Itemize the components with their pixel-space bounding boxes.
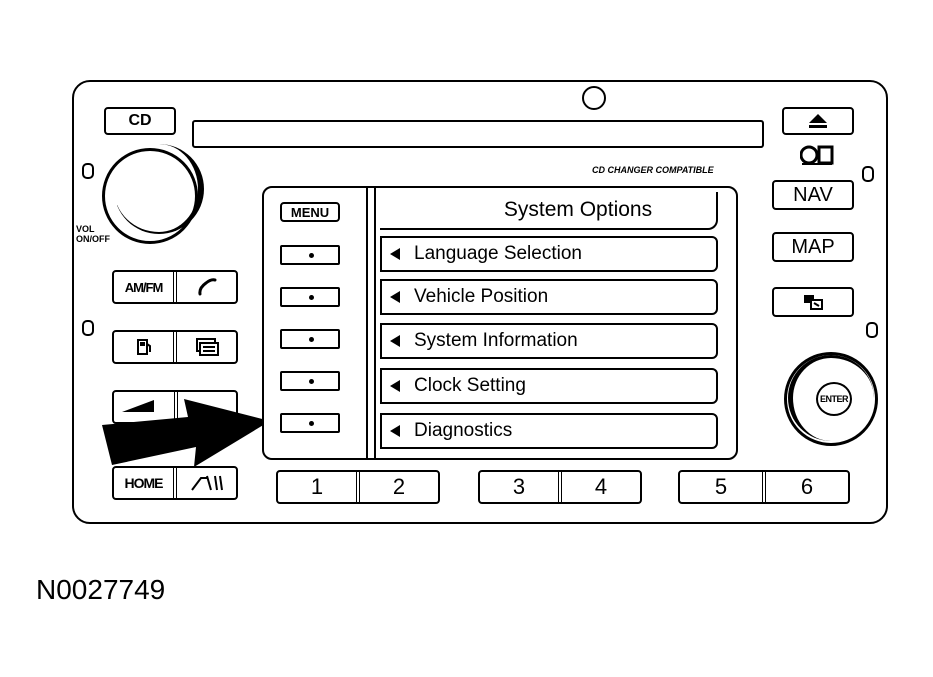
media-button[interactable] xyxy=(173,332,236,362)
preset-2-button[interactable]: 2 xyxy=(356,472,438,502)
cd-button[interactable]: CD xyxy=(104,107,176,135)
cd-slot xyxy=(192,120,764,148)
phone-button[interactable] xyxy=(173,272,236,302)
menu-item-vehicle-position[interactable]: Vehicle Position xyxy=(380,279,718,315)
mount-hole-right-top xyxy=(862,166,874,182)
eject-icon xyxy=(809,114,827,128)
preset-1-button[interactable]: 1 xyxy=(310,474,324,499)
preset-group-5-6: 5 6 xyxy=(678,470,850,504)
volume-ramp-icon xyxy=(122,400,154,412)
menu-item-diagnostics[interactable]: Diagnostics xyxy=(380,413,718,449)
left-arrow-icon xyxy=(390,380,400,392)
menu-item-system-information[interactable]: System Information xyxy=(380,323,718,359)
menu-item-label: Diagnostics xyxy=(414,420,513,441)
screen-toggle-button[interactable] xyxy=(772,287,854,317)
menu-item-clock-setting[interactable]: Clock Setting xyxy=(380,368,718,404)
screen-title: System Options xyxy=(503,198,653,221)
media-stack-icon xyxy=(195,338,219,356)
figure-id: N0027749 xyxy=(36,574,166,605)
menu-item-language-selection[interactable]: Language Selection xyxy=(380,236,718,272)
vol-label-line2: ON/OFF xyxy=(76,234,110,244)
preset-4-button[interactable]: 4 xyxy=(558,472,640,502)
preset-6-button[interactable]: 6 xyxy=(762,472,848,502)
cd-changer-label: CD CHANGER COMPATIBLE xyxy=(592,165,714,175)
preset-group-3-4: 3 4 xyxy=(478,470,642,504)
mount-hole-left-top xyxy=(82,163,94,179)
nav-button[interactable]: NAV xyxy=(772,180,854,210)
menu-button[interactable]: MENU xyxy=(280,202,340,222)
left-arrow-icon xyxy=(390,335,400,347)
preset-3-button[interactable]: 3 xyxy=(512,474,526,499)
softkey-3[interactable] xyxy=(280,329,340,349)
menu-item-label: System Information xyxy=(414,330,578,351)
pointer-arrow-icon xyxy=(102,399,270,467)
indicator-light xyxy=(582,86,606,110)
amfm-phone-group: AM/FM xyxy=(112,270,238,304)
vol-label: VOL ON/OFF xyxy=(76,224,110,244)
phone-icon xyxy=(197,278,216,296)
fuel-pump-icon xyxy=(136,339,151,355)
softkey-1[interactable] xyxy=(280,245,340,265)
menu-item-label: Clock Setting xyxy=(414,375,526,396)
menu-item-label: Vehicle Position xyxy=(414,286,549,307)
left-arrow-icon xyxy=(390,248,400,260)
mount-hole-left-bottom xyxy=(82,320,94,336)
screen-toggle-icon xyxy=(804,295,823,310)
route-button[interactable] xyxy=(173,468,236,498)
cd-logo-icon xyxy=(799,143,834,167)
seek-divider xyxy=(174,390,178,424)
enter-button[interactable]: ENTER xyxy=(816,382,852,416)
screen-title-box: System Options xyxy=(380,192,718,230)
vol-label-line1: VOL xyxy=(76,224,95,234)
softkey-4[interactable] xyxy=(280,371,340,391)
preset-group-1-2: 1 2 xyxy=(276,470,440,504)
left-arrow-icon xyxy=(390,425,400,437)
display-divider xyxy=(366,186,376,460)
menu-item-label: Language Selection xyxy=(414,243,582,264)
enter-label: ENTER xyxy=(819,394,849,404)
softkey-5[interactable] xyxy=(280,413,340,433)
preset-5-button[interactable]: 5 xyxy=(714,474,728,499)
home-button[interactable]: HOME xyxy=(124,475,164,491)
eject-button[interactable] xyxy=(782,107,854,135)
enter-knob-shadow xyxy=(788,355,874,441)
fuel-media-group xyxy=(112,330,238,364)
softkey-2[interactable] xyxy=(280,287,340,307)
map-button[interactable]: MAP xyxy=(772,232,854,262)
amfm-button[interactable]: AM/FM xyxy=(124,279,164,295)
home-route-group: HOME xyxy=(112,466,238,500)
mount-hole-right-bottom xyxy=(866,322,878,338)
route-icon xyxy=(190,475,223,491)
volume-knob-shadow xyxy=(114,144,204,234)
fuel-button[interactable] xyxy=(114,332,173,362)
left-arrow-icon xyxy=(390,291,400,303)
